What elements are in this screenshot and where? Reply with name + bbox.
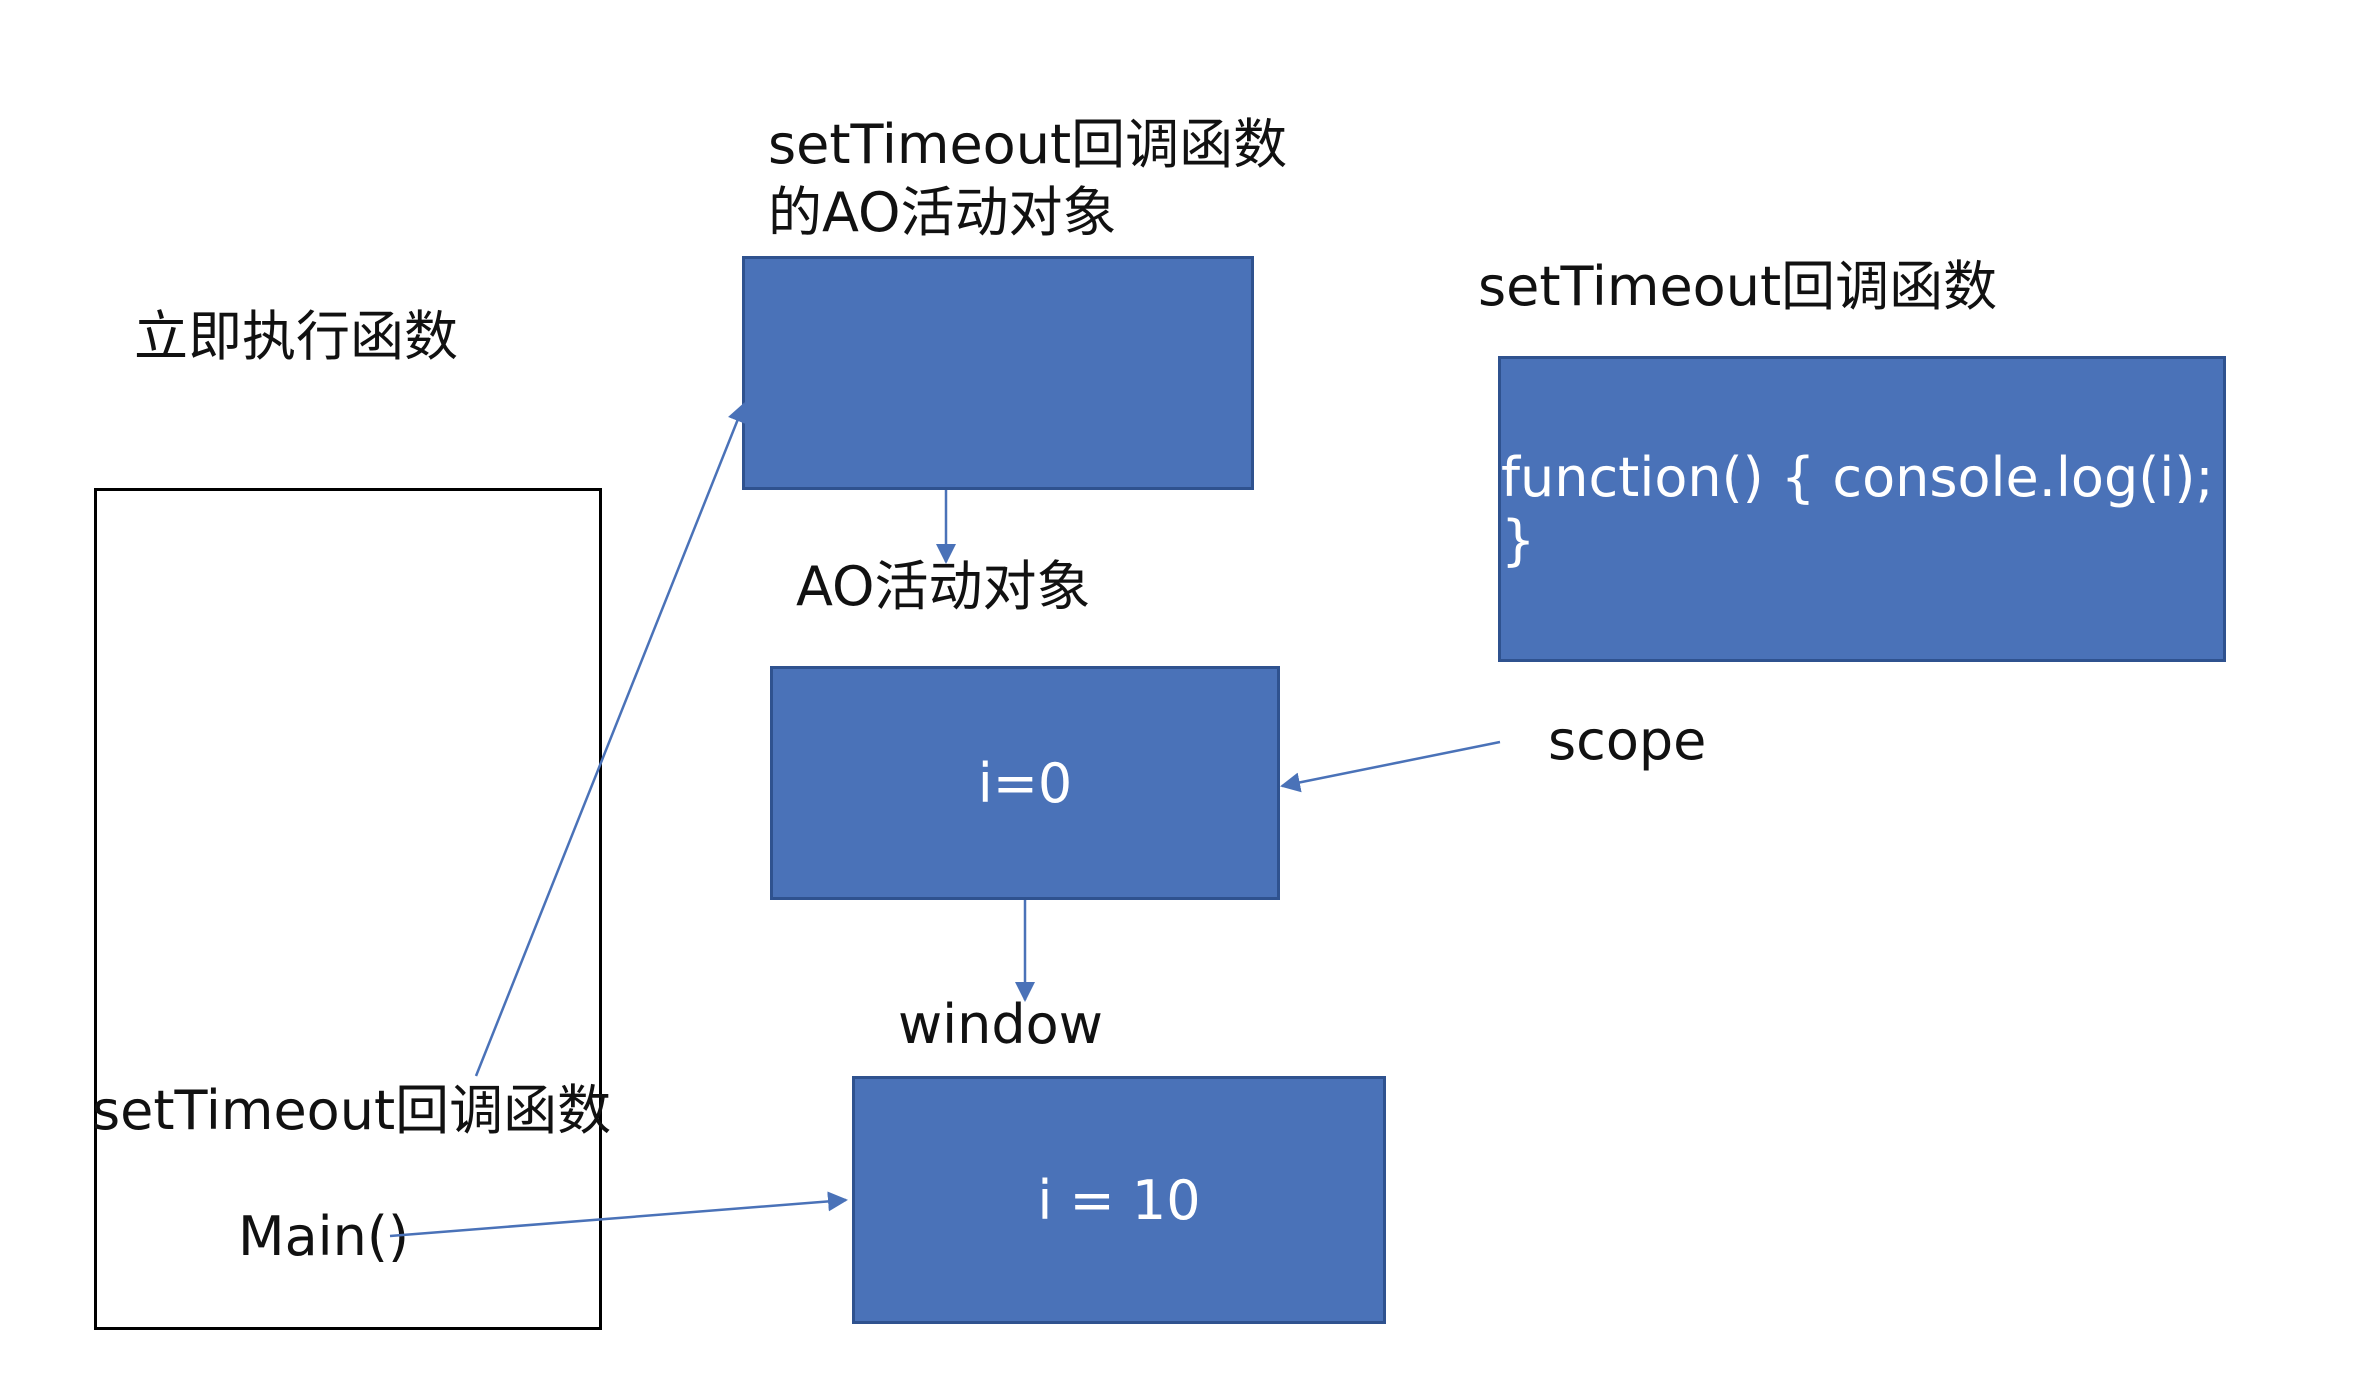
iife-label: 立即执行函数 — [134, 305, 458, 368]
stack-main-label: Main() — [238, 1205, 410, 1268]
callback-function-title: setTimeout回调函数 — [1478, 255, 1998, 318]
callback-ao-box — [742, 256, 1254, 490]
call-stack-box — [94, 488, 602, 1330]
stack-callback-label: setTimeout回调函数 — [92, 1079, 612, 1142]
callback-ao-title-line1: setTimeout回调函数 — [768, 113, 1288, 176]
scope-label: scope — [1548, 709, 1707, 772]
callback-ao-title-line2: 的AO活动对象 — [768, 181, 1117, 244]
arrow-stack-to-callback-ao — [474, 402, 747, 1077]
window-box: i = 10 — [852, 1076, 1386, 1324]
arrow-scope-to-ao — [1280, 740, 1501, 793]
ao-box: i=0 — [770, 666, 1280, 900]
ao-title: AO活动对象 — [796, 555, 1091, 618]
function-code-box: function() { console.log(i); } — [1498, 356, 2226, 662]
window-label: window — [898, 993, 1103, 1056]
arrow-main-to-window — [389, 1191, 848, 1238]
